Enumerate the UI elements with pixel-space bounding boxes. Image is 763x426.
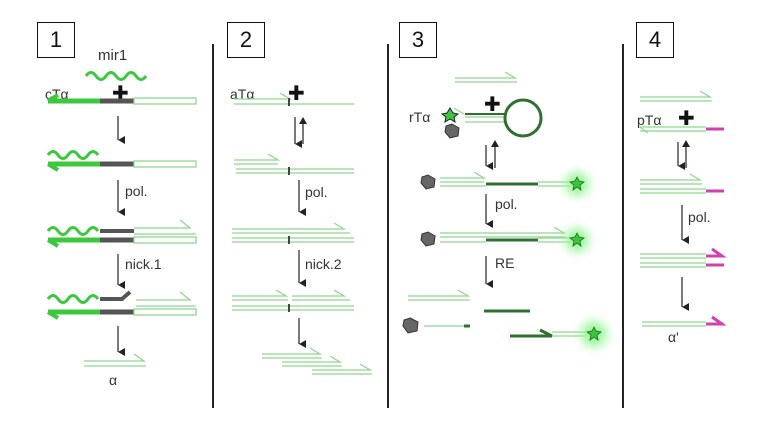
template-label-ata: aTα	[230, 86, 255, 102]
atalpha-bound	[234, 153, 354, 175]
hybrid-strand	[46, 150, 197, 172]
atalpha-extended	[232, 222, 354, 244]
step-label-nick2: nick.2	[305, 256, 342, 272]
plus-icon: ✚	[678, 108, 695, 130]
divider-3	[622, 44, 624, 408]
step-label-pol-2: pol.	[305, 184, 328, 200]
extended-strand	[46, 219, 197, 248]
product-label-alpha-prime: α'	[668, 329, 679, 345]
rtalpha-extended	[420, 226, 589, 252]
step-label-pol-3: pol.	[495, 196, 518, 212]
product-label-alpha: α	[109, 372, 118, 388]
plus-icon: ✚	[484, 94, 501, 116]
released-strands	[262, 347, 373, 375]
step-label-pol-4: pol.	[688, 209, 711, 225]
step-label-nick1: nick.1	[125, 256, 162, 272]
ptalpha-bound	[640, 173, 724, 194]
step-label-pol-1: pol.	[125, 183, 148, 199]
nicked-strand	[46, 290, 197, 320]
template-label-rta: rTα	[409, 109, 431, 125]
panel-4-number: 4	[636, 22, 674, 58]
rtalpha-hairpin	[440, 71, 543, 139]
divider-2	[387, 44, 389, 408]
alpha-prime-product	[642, 315, 727, 327]
panel-1-number: 1	[37, 22, 75, 58]
alpha-product	[84, 353, 147, 367]
panel-3-number: 3	[399, 22, 437, 58]
rtalpha-cleaved	[402, 289, 607, 347]
ctalpha-template	[46, 93, 197, 105]
divider-1	[212, 44, 214, 408]
template-label-pta: pTα	[637, 112, 662, 128]
atalpha-nicked	[232, 289, 354, 312]
atalpha-template	[234, 92, 354, 106]
step-label-re: RE	[495, 255, 515, 271]
rtalpha-bound	[420, 171, 589, 196]
mir1-strand	[84, 71, 148, 81]
ptalpha-extended	[640, 247, 727, 268]
trigger-label-mir1: mir1	[98, 47, 128, 64]
ptalpha-template	[639, 90, 724, 134]
plus-icon: ✚	[288, 83, 305, 105]
panel-2-number: 2	[227, 22, 265, 58]
